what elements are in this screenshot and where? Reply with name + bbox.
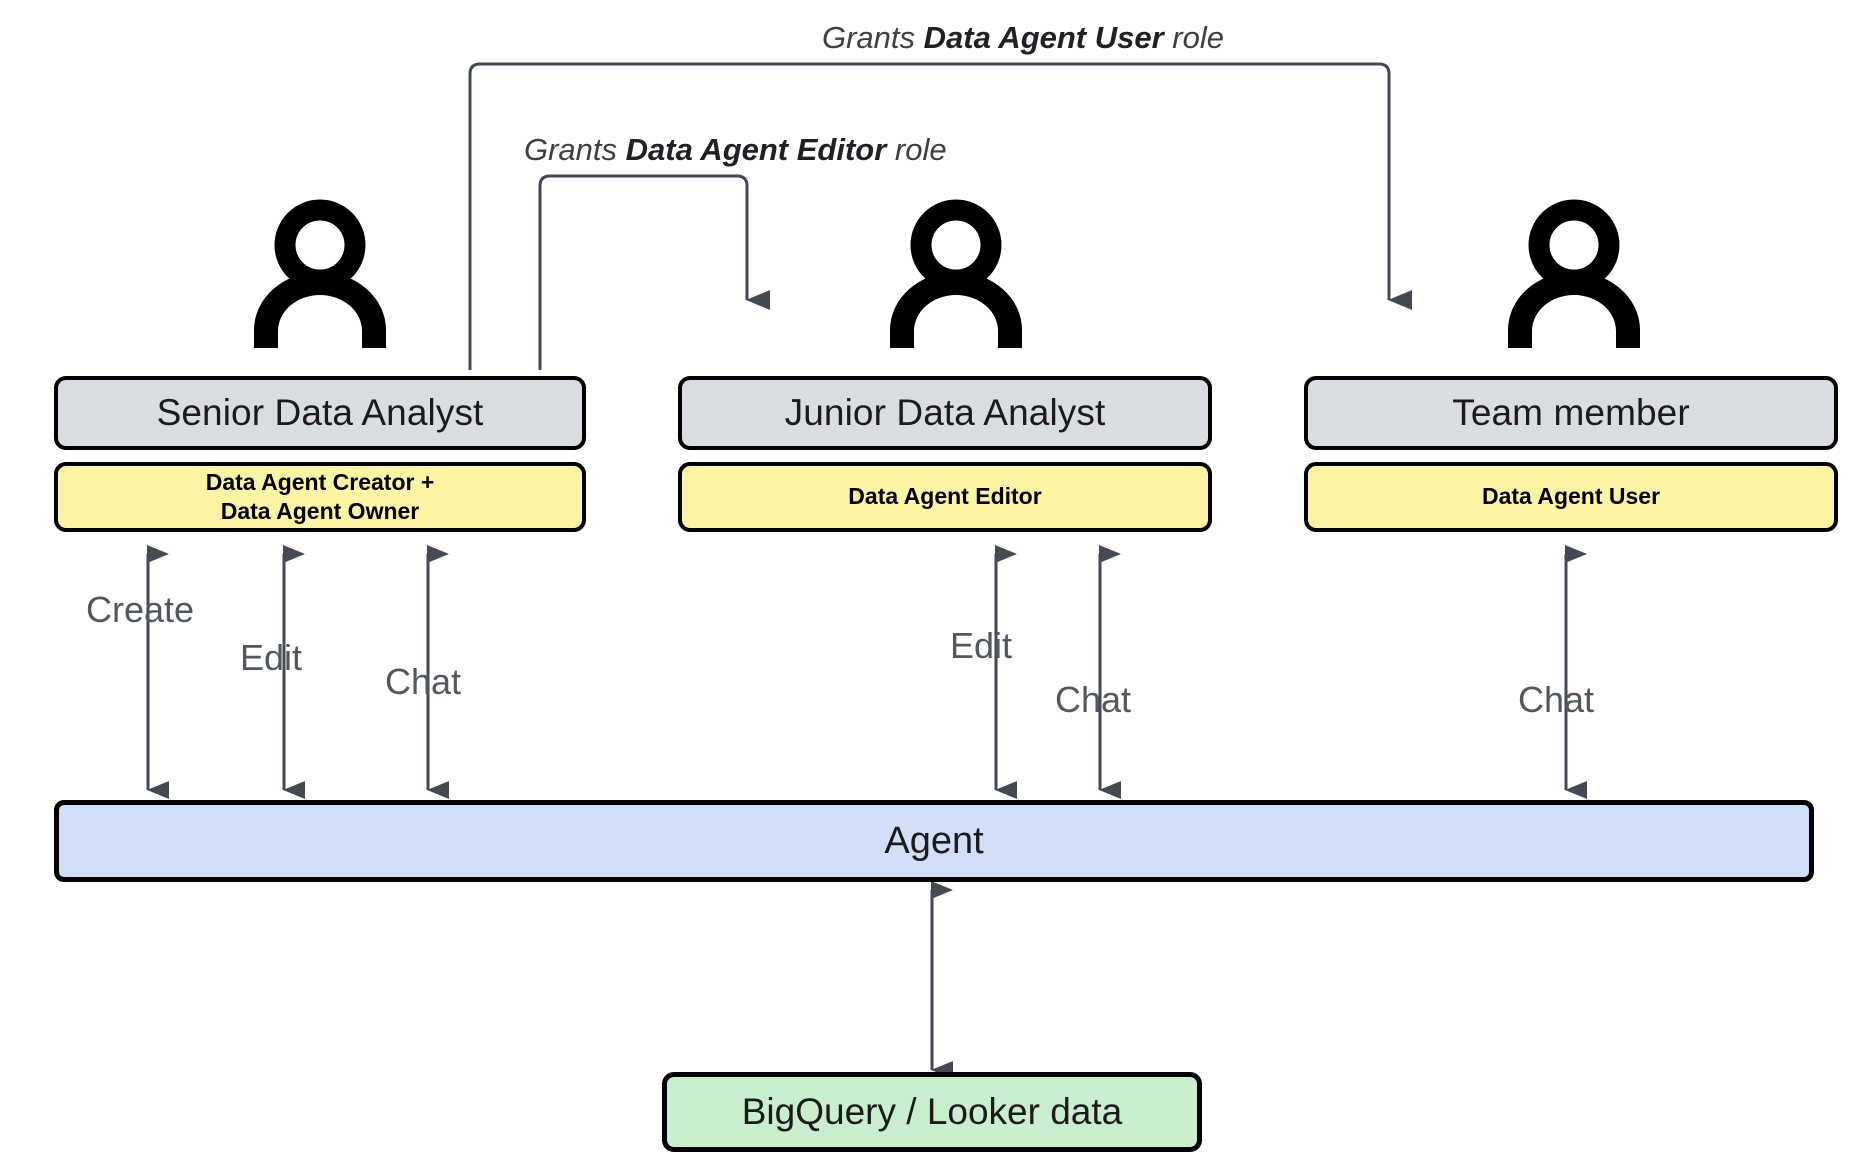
datasource-label: BigQuery / Looker data xyxy=(741,1091,1123,1132)
grant-role-user: Data Agent User xyxy=(923,20,1164,55)
role-permission-junior-data-analyst[interactable]: Data Agent Editor xyxy=(678,462,1212,532)
role-title-label: Junior Data Analyst xyxy=(784,391,1106,433)
agent-label: Agent xyxy=(884,819,984,862)
edge-label-junior-edit: Edit xyxy=(950,625,1013,666)
permission-line-1: Data Agent Editor xyxy=(848,483,1042,510)
grant-label-data-agent-editor: Grants Data Agent Editor role xyxy=(524,134,947,165)
role-title-junior-data-analyst[interactable]: Junior Data Analyst xyxy=(678,376,1212,450)
grant-role-editor: Data Agent Editor xyxy=(625,132,887,167)
person-icon xyxy=(240,198,400,348)
grant-suffix-user: role xyxy=(1163,20,1224,55)
connector-grants-data-agent-editor xyxy=(538,174,770,370)
grant-label-data-agent-user: Grants Data Agent User role xyxy=(822,22,1224,53)
grant-suffix-editor: role xyxy=(886,132,947,167)
edge-label-senior-edit: Edit xyxy=(240,637,303,678)
role-permission-senior-data-analyst[interactable]: Data Agent Creator + Data Agent Owner xyxy=(54,462,586,532)
grant-prefix-user: Grants xyxy=(822,20,924,55)
permission-line-1: Data Agent Creator + xyxy=(205,468,435,495)
edge-label-team-chat: Chat xyxy=(1518,679,1595,720)
role-permission-team-member[interactable]: Data Agent User xyxy=(1304,462,1838,532)
role-title-label: Senior Data Analyst xyxy=(156,391,484,433)
edge-label-create: Create xyxy=(86,589,195,630)
agent-bar[interactable]: Agent xyxy=(54,800,1814,882)
person-icon xyxy=(876,198,1036,348)
person-icon xyxy=(1494,198,1654,348)
permission-line-2: Data Agent Owner xyxy=(220,498,420,524)
role-title-team-member[interactable]: Team member xyxy=(1304,376,1838,450)
datasource-box[interactable]: BigQuery / Looker data xyxy=(662,1072,1202,1152)
role-title-label: Team member xyxy=(1452,391,1690,433)
edge-label-junior-chat: Chat xyxy=(1055,679,1132,720)
grant-prefix-editor: Grants xyxy=(524,132,626,167)
role-title-senior-data-analyst[interactable]: Senior Data Analyst xyxy=(54,376,586,450)
permission-line-1: Data Agent User xyxy=(1481,483,1661,510)
edge-label-senior-chat: Chat xyxy=(385,661,462,702)
